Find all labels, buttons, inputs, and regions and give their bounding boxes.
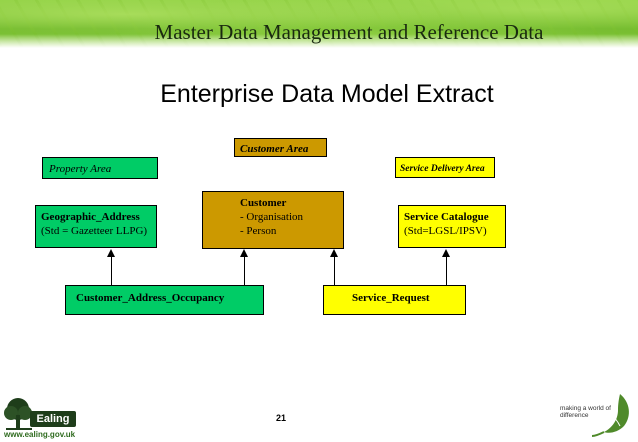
- slide-title: Enterprise Data Model Extract: [0, 80, 638, 109]
- service-request-name: Service_Request: [352, 292, 430, 304]
- service-delivery-area-label: Service Delivery Area: [395, 157, 495, 178]
- customer-area-label: Customer Area: [234, 138, 327, 157]
- arrowhead-occupancy-to-customer: [240, 249, 248, 257]
- service-catalogue-entity: Service Catalogue (Std=LGSL/IPSV): [398, 205, 506, 248]
- customer-area-text: Customer Area: [240, 143, 308, 155]
- service-delivery-area-text: Service Delivery Area: [400, 164, 485, 174]
- customer-item-person: - Person: [240, 224, 343, 238]
- arrowhead-request-to-customer: [330, 249, 338, 257]
- arrowhead-request-to-catalogue: [442, 249, 450, 257]
- leaf-logo-icon: [590, 392, 634, 438]
- service-request-entity: Service_Request: [323, 285, 466, 315]
- geographic-address-note: (Std = Gazetteer LLPG): [41, 224, 156, 238]
- customer-entity: Customer - Organisation - Person: [202, 191, 344, 249]
- ealing-url[interactable]: www.ealing.gov.uk: [4, 430, 75, 439]
- property-area-text: Property Area: [49, 163, 111, 175]
- geographic-address-entity: Geographic_Address (Std = Gazetteer LLPG…: [35, 205, 157, 248]
- arrowhead-occupancy-to-address: [107, 249, 115, 257]
- ealing-logo-text: Ealing: [30, 411, 76, 427]
- service-catalogue-name: Service Catalogue: [404, 210, 505, 224]
- customer-address-occupancy-name: Customer_Address_Occupancy: [76, 292, 224, 304]
- customer-name: Customer: [240, 196, 343, 210]
- geographic-address-name: Geographic_Address: [41, 210, 156, 224]
- customer-item-organisation: - Organisation: [240, 210, 343, 224]
- property-area-label: Property Area: [42, 157, 158, 179]
- banner-title: Master Data Management and Reference Dat…: [0, 20, 638, 45]
- page-number: 21: [276, 413, 286, 423]
- service-catalogue-note: (Std=LGSL/IPSV): [404, 224, 505, 238]
- customer-address-occupancy-entity: Customer_Address_Occupancy: [65, 285, 264, 315]
